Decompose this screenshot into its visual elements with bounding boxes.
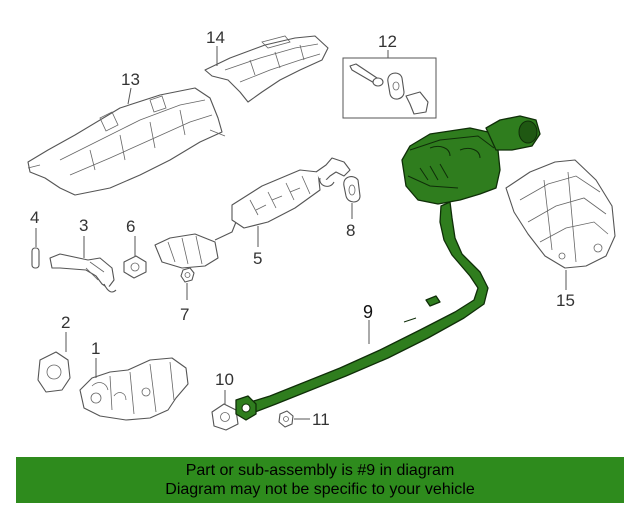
- callout-11: 11: [312, 410, 330, 429]
- banner-line-1: Part or sub-assembly is #9 in diagram: [185, 462, 455, 479]
- part-15-heat-shield[interactable]: [505, 159, 616, 269]
- exhaust-parts-diagram: 13 14 12 4 3 6: [27, 28, 616, 431]
- callout-13: 13: [121, 70, 140, 89]
- callout-7: 7: [180, 305, 189, 324]
- callout-6: 6: [126, 217, 135, 236]
- part-13-heat-shield[interactable]: [27, 87, 226, 196]
- callout-2: 2: [61, 313, 70, 332]
- part-10-gasket[interactable]: [211, 403, 239, 431]
- part-3-front-pipe[interactable]: [49, 253, 117, 293]
- part-12-hanger-kit[interactable]: [342, 57, 437, 119]
- banner-line-2: Diagram may not be specific to your vehi…: [165, 481, 475, 498]
- part-1-exhaust-manifold[interactable]: [79, 357, 189, 421]
- part-8-hanger[interactable]: [343, 176, 361, 203]
- part-9-muffler-assembly[interactable]: [235, 115, 541, 421]
- callout-12: 12: [378, 32, 397, 51]
- part-4-gasket[interactable]: [31, 247, 40, 269]
- part-14-heat-shield[interactable]: [204, 35, 329, 103]
- callout-9: 9: [363, 302, 373, 322]
- part-11-nut[interactable]: [278, 410, 294, 428]
- callout-14: 14: [206, 28, 225, 47]
- callout-8: 8: [346, 221, 355, 240]
- part-7-nut[interactable]: [180, 267, 195, 283]
- callout-5: 5: [253, 249, 262, 268]
- callout-4: 4: [30, 208, 39, 227]
- part-6-gasket[interactable]: [123, 255, 147, 279]
- callout-10: 10: [215, 370, 234, 389]
- callout-15: 15: [556, 291, 575, 310]
- fitment-notice-banner: Part or sub-assembly is #9 in diagram Di…: [16, 457, 624, 503]
- callout-3: 3: [79, 216, 88, 235]
- part-2-gasket[interactable]: [37, 351, 71, 393]
- part-5-catalytic-converter[interactable]: [154, 157, 351, 269]
- callout-1: 1: [91, 339, 100, 358]
